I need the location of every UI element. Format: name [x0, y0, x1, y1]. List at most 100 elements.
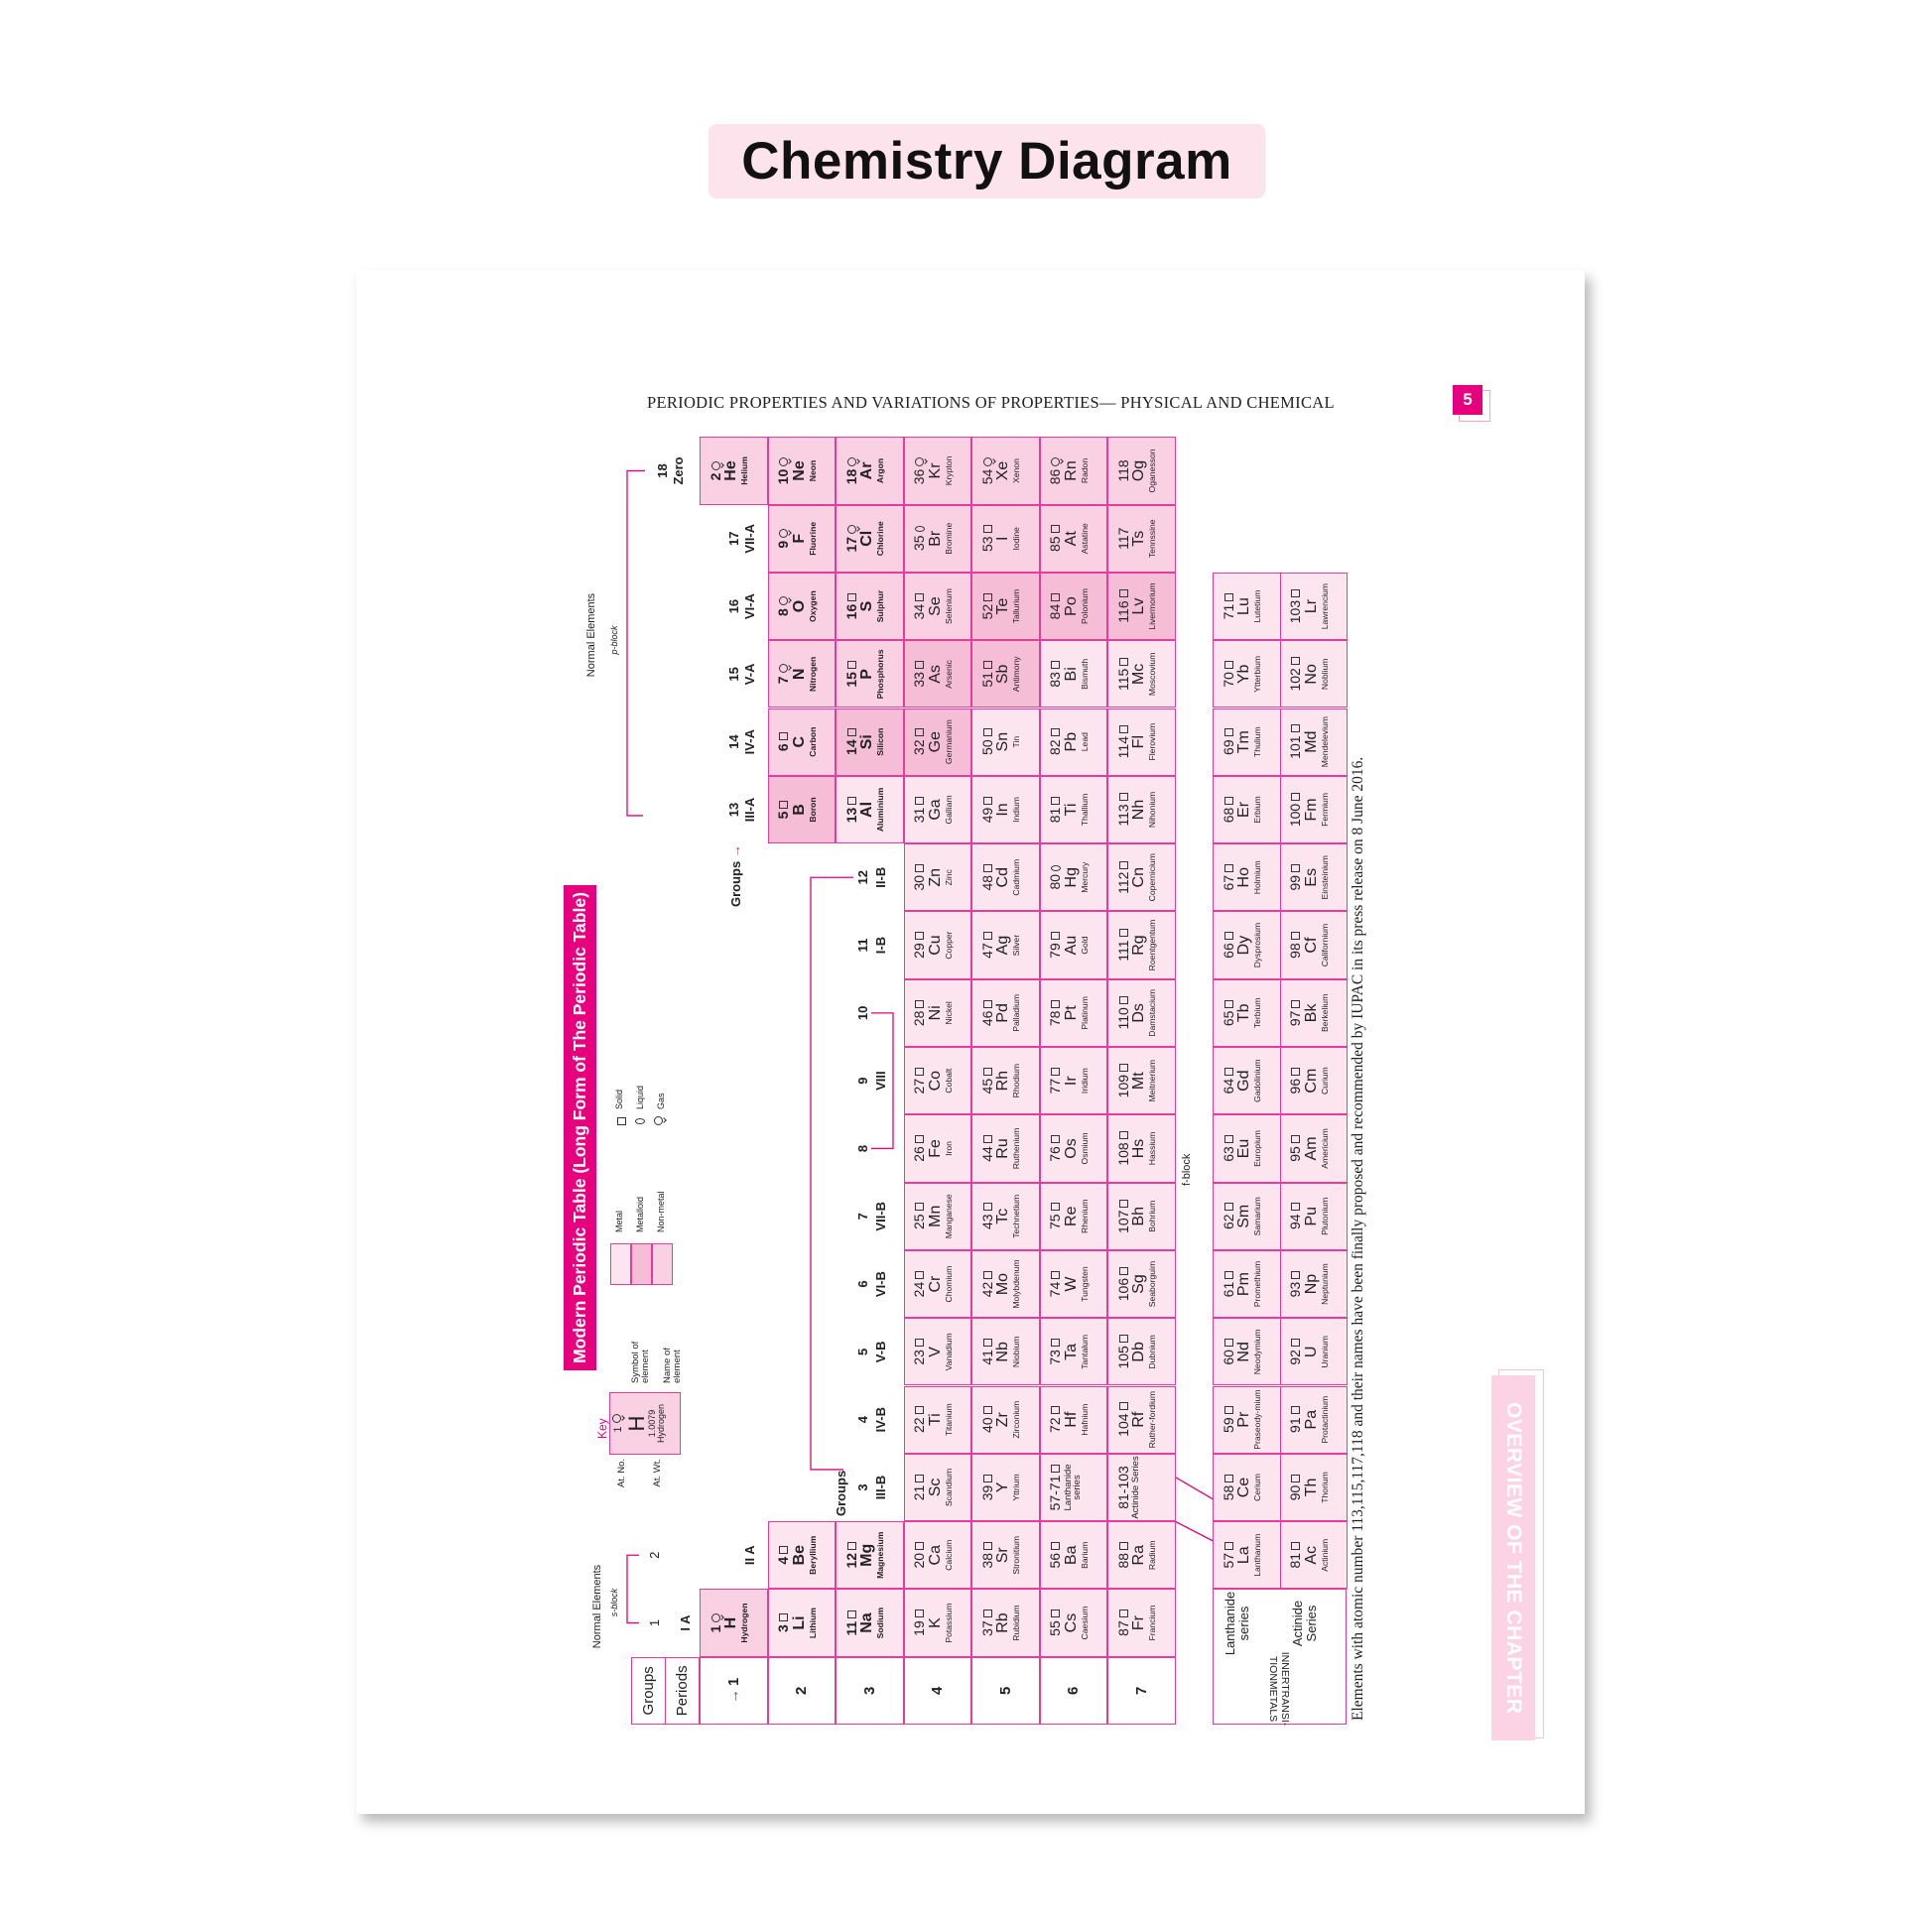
element-cell[interactable]: 79AuGold [1039, 911, 1107, 979]
element-cell[interactable]: 81AcActinium [1279, 1521, 1348, 1590]
element-cell[interactable]: 18ArArgon [836, 437, 904, 505]
element-cell[interactable]: 47AgSilver [971, 911, 1040, 979]
element-cell[interactable]: 5BBoron [767, 775, 836, 844]
element-cell[interactable]: 76OsOsmium [1039, 1114, 1107, 1183]
element-cell[interactable]: 38SrStronitium [971, 1521, 1040, 1590]
element-cell[interactable]: 86RnRadon [1039, 437, 1107, 505]
element-cell[interactable]: 82PbLead [1039, 708, 1107, 776]
element-cell[interactable]: 35BrBromine [903, 504, 971, 573]
element-cell[interactable]: 95AmAmericium [1279, 1114, 1348, 1183]
element-cell[interactable]: 83BiBismuth [1039, 640, 1107, 708]
element-cell[interactable]: 103LrLawrencium [1279, 572, 1348, 641]
element-cell[interactable]: 12MgMagnesium [836, 1521, 904, 1590]
element-cell[interactable]: 39YYttrium [971, 1453, 1040, 1522]
element-cell[interactable]: 84PoPolonium [1039, 572, 1107, 641]
element-cell[interactable]: 25MnManganese [903, 1182, 971, 1250]
element-cell[interactable]: 55CsCaesium [1039, 1589, 1107, 1657]
element-cell[interactable]: 16SSulphur [836, 572, 904, 641]
element-cell[interactable]: 59PrPraseody-mium [1213, 1385, 1281, 1454]
element-cell[interactable]: 57LaLanthanum [1213, 1521, 1281, 1590]
element-cell[interactable]: 53IIodine [971, 504, 1040, 573]
element-cell[interactable]: 31GaGalliam [903, 775, 971, 844]
element-cell[interactable]: 9FFluorine [767, 504, 836, 573]
element-cell[interactable]: 33AsArsenic [903, 640, 971, 708]
element-cell[interactable]: 61PmPromethium [1213, 1249, 1281, 1319]
element-cell[interactable]: 109MtMeitnerium [1107, 1047, 1176, 1115]
element-cell[interactable]: 67HoHolmium [1213, 843, 1281, 912]
element-cell[interactable]: 93NpNeptunium [1279, 1249, 1348, 1319]
element-cell[interactable]: 41NbNiobium [971, 1318, 1040, 1386]
element-cell[interactable]: 111RgRoentgentum [1107, 911, 1176, 979]
element-cell[interactable]: 99EsEinsteinium [1279, 843, 1348, 912]
element-cell[interactable]: 11NaSodium [836, 1589, 904, 1657]
element-cell[interactable]: 29CuCopper [903, 911, 971, 979]
element-cell[interactable]: 64GdGadolinium [1213, 1047, 1281, 1115]
element-cell[interactable]: 52TeTallurium [971, 572, 1040, 641]
element-cell[interactable]: 28NiNickel [903, 978, 971, 1047]
element-cell[interactable]: 7NNitrogen [767, 640, 836, 708]
element-cell[interactable]: 15PPhosphorus [836, 640, 904, 708]
element-cell[interactable]: 71LuLutetium [1213, 572, 1281, 641]
element-cell[interactable]: 66DyDysprosium [1213, 911, 1281, 979]
element-cell[interactable]: 51SbAntimony [971, 640, 1040, 708]
element-cell[interactable]: 85AtAstatine [1039, 504, 1107, 573]
element-cell[interactable]: 104RfRuther-fordium [1107, 1385, 1176, 1454]
element-cell[interactable]: 65TbTerbium [1213, 978, 1281, 1047]
element-cell[interactable]: 3LiLithium [767, 1589, 836, 1657]
element-cell[interactable]: 19KPotassium [903, 1589, 971, 1657]
element-cell[interactable]: 32GeGermanium [903, 708, 971, 776]
element-cell[interactable]: 88RaRadium [1107, 1521, 1176, 1590]
element-cell[interactable]: 4BeBeryllium [767, 1521, 836, 1590]
element-cell[interactable]: 72HfHafnium [1039, 1385, 1107, 1454]
element-cell[interactable]: 36KrKrypton [903, 437, 971, 505]
element-cell[interactable]: 98CfCalifornium [1279, 911, 1348, 979]
element-cell[interactable]: 22TiTitanium [903, 1385, 971, 1454]
element-cell[interactable]: 75ReRhenium [1039, 1182, 1107, 1250]
element-cell[interactable]: 26FeIron [903, 1114, 971, 1183]
element-cell[interactable]: 56BaBarium [1039, 1521, 1107, 1590]
element-cell[interactable]: 21ScScandium [903, 1453, 971, 1522]
element-cell[interactable]: 30ZnZinc [903, 843, 971, 912]
element-cell[interactable]: 45RhRhodium [971, 1047, 1040, 1115]
element-cell[interactable]: 63EuEuropium [1213, 1114, 1281, 1183]
element-cell[interactable]: 49InIndium [971, 775, 1040, 844]
element-cell[interactable]: 1HHydrogen [700, 1589, 768, 1657]
element-cell[interactable]: 80HgMercury [1039, 843, 1107, 912]
element-cell[interactable]: 46PdPalladium [971, 978, 1040, 1047]
element-cell[interactable]: 69TmThulium [1213, 708, 1281, 776]
element-cell[interactable]: 6CCarbon [767, 708, 836, 776]
element-cell[interactable]: 62SmSamarium [1213, 1182, 1281, 1250]
element-cell[interactable]: 94PuPlutonium [1279, 1182, 1348, 1250]
element-cell[interactable]: 112CnCopernicium [1107, 843, 1176, 912]
element-cell[interactable]: 57-71Lanthanide series [1039, 1453, 1107, 1522]
element-cell[interactable]: 58CeCerium [1213, 1453, 1281, 1522]
element-cell[interactable]: 20CaCalcium [903, 1521, 971, 1590]
element-cell[interactable]: 48CdCadmium [971, 843, 1040, 912]
element-cell[interactable]: 73TaTantalum [1039, 1318, 1107, 1386]
element-cell[interactable]: 102NoNoblium [1279, 640, 1348, 708]
element-cell[interactable]: 68ErErbium [1213, 775, 1281, 844]
element-cell[interactable]: 14SiSilicon [836, 708, 904, 776]
element-cell[interactable]: 37RbRubidium [971, 1589, 1040, 1657]
element-cell[interactable]: 81-103Actinide Series [1107, 1453, 1176, 1522]
element-cell[interactable]: 96CmCurium [1279, 1047, 1348, 1115]
element-cell[interactable]: 105DbDubnium [1107, 1318, 1176, 1386]
element-cell[interactable]: 108HsHassium [1107, 1114, 1176, 1183]
element-cell[interactable]: 114FlFlerovium [1107, 708, 1176, 776]
element-cell[interactable]: 107BhBohrium [1107, 1182, 1176, 1250]
element-cell[interactable]: 70YbYtterbium [1213, 640, 1281, 708]
element-cell[interactable]: 24CrChomium [903, 1249, 971, 1319]
element-cell[interactable]: 77IrIridium [1039, 1047, 1107, 1115]
element-cell[interactable]: 10NeNeon [767, 437, 836, 505]
element-cell[interactable]: 44RuRuthenium [971, 1114, 1040, 1183]
element-cell[interactable]: 8OOxygen [767, 572, 836, 641]
element-cell[interactable]: 74WTungsten [1039, 1249, 1107, 1319]
element-cell[interactable]: 81TiThallium [1039, 775, 1107, 844]
element-cell[interactable]: 42MoMolybdenum [971, 1249, 1040, 1319]
element-cell[interactable]: 117TsTennssine [1107, 504, 1176, 573]
element-cell[interactable]: 17ClChlorine [836, 504, 904, 573]
element-cell[interactable]: 23VVanadium [903, 1318, 971, 1386]
element-cell[interactable]: 100FmFermium [1279, 775, 1348, 844]
element-cell[interactable]: 110DsDamstacium [1107, 978, 1176, 1047]
element-cell[interactable]: 2HeHelium [700, 437, 768, 505]
